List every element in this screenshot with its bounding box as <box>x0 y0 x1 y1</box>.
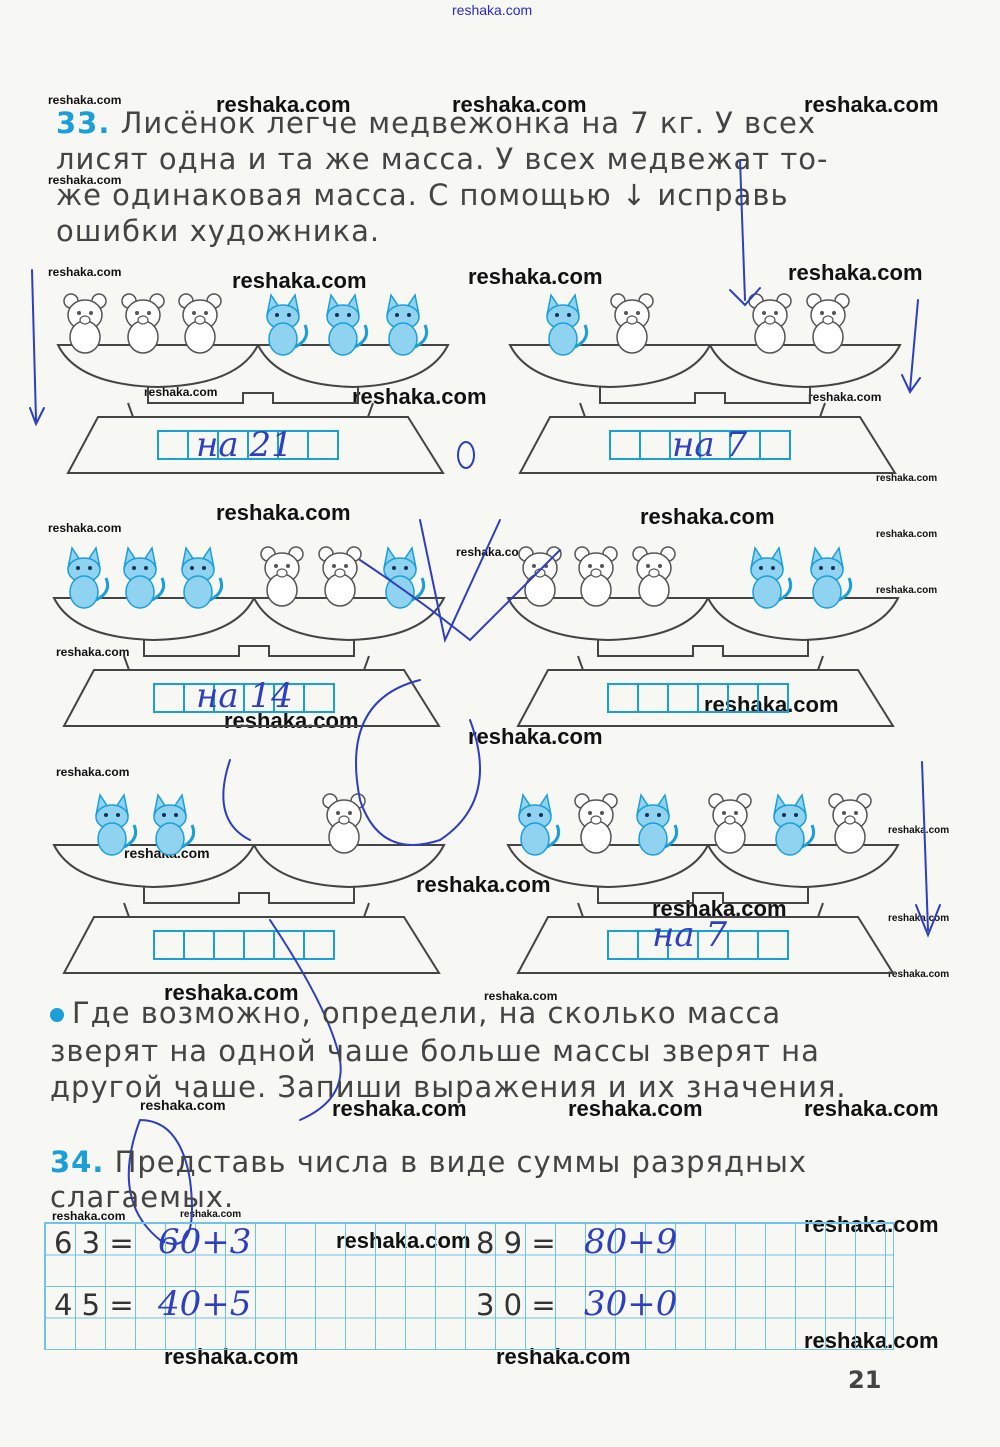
task-34-line-2: слагаемых. <box>50 1180 235 1214</box>
equation-63-answer: 60+3 <box>158 1222 252 1262</box>
task-33-line-3: же одинаковая масса. С помощью ↓ исправь <box>56 178 789 212</box>
scale-3-answer: на 14 <box>196 676 293 716</box>
watermark: reshaka.com <box>56 765 130 779</box>
watermark: reshaka.com <box>808 390 882 404</box>
task-33-question-line-3: другой чаше. Запиши выражения и их значе… <box>50 1070 847 1104</box>
watermark: reshaka.com <box>48 265 122 279</box>
watermark: reshaka.com <box>888 913 950 924</box>
watermark: reshaka.com <box>232 268 367 293</box>
watermark: reshaka.com <box>640 504 775 529</box>
watermark: reshaka.com <box>484 989 558 1003</box>
task-33-line-2: лисят одна и та же масса. У всех медвежа… <box>56 142 829 176</box>
task-34-line-1: 34. Представь числа в виде суммы разрядн… <box>50 1145 808 1179</box>
watermark: reshaka.com <box>468 724 603 749</box>
watermark: reshaka.com <box>56 645 130 659</box>
watermark: reshaka.com <box>216 92 351 117</box>
watermark: reshaka.com <box>216 500 351 525</box>
watermark: reshaka.com <box>180 1209 242 1220</box>
task-33-question-line-1: Где возможно, определи, на сколько масса <box>50 996 781 1030</box>
watermark: reshaka.com <box>48 521 122 535</box>
task-34-number: 34. <box>50 1145 105 1179</box>
watermark: reshaka.com <box>140 1097 226 1113</box>
task-33-question-line-2: зверят на одной чаше больше массы зверят… <box>50 1034 820 1068</box>
watermark: reshaka.com <box>568 1096 703 1121</box>
watermark: reshaka.com <box>888 825 950 836</box>
equation-63: 6 3 = <box>54 1226 134 1260</box>
watermark: reshaka.com <box>804 1096 939 1121</box>
watermark: reshaka.com <box>48 173 122 187</box>
equation-89: 8 9 = <box>476 1226 556 1260</box>
watermark: reshaka.com <box>876 473 938 484</box>
equation-45-answer: 40+5 <box>158 1284 252 1324</box>
watermark: reshaka.com <box>144 385 218 399</box>
watermark: reshaka.com <box>452 2 533 18</box>
bullet-icon <box>50 1008 64 1022</box>
watermark: reshaka.com <box>456 545 530 559</box>
watermark: reshaka.com <box>876 585 938 596</box>
equation-89-answer: 80+9 <box>584 1222 678 1262</box>
answer-grid <box>44 1222 894 1350</box>
task-33-line-4: ошибки художника. <box>56 214 381 248</box>
task-33-number: 33. <box>56 106 111 140</box>
watermark: reshaka.com <box>888 969 950 980</box>
equation-30-answer: 30+0 <box>584 1284 678 1324</box>
equation-30: 3 0 = <box>476 1288 556 1322</box>
watermark: reshaka.com <box>416 872 551 897</box>
watermark: reshaka.com <box>804 92 939 117</box>
watermark: reshaka.com <box>876 529 938 540</box>
page-number: 21 <box>848 1366 882 1394</box>
watermark: reshaka.com <box>52 1209 126 1223</box>
scale-6-answer: на 7 <box>652 915 728 955</box>
watermark: reshaka.com <box>332 1096 467 1121</box>
watermark: reshaka.com <box>788 260 923 285</box>
watermark: reshaka.com <box>48 93 122 107</box>
watermark: reshaka.com <box>452 92 587 117</box>
scale-2-answer: на 7 <box>672 425 748 465</box>
task-33-line-1: 33. Лисёнок легче медвежонка на 7 кг. У … <box>56 106 817 140</box>
scale-1-answer: на 21 <box>196 425 293 465</box>
handwriting-mark: 0 <box>455 436 456 437</box>
watermark: reshaka.com <box>468 264 603 289</box>
equation-45: 4 5 = <box>54 1288 134 1322</box>
watermark: reshaka.com <box>352 384 487 409</box>
watermark: reshaka.com <box>164 980 299 1005</box>
